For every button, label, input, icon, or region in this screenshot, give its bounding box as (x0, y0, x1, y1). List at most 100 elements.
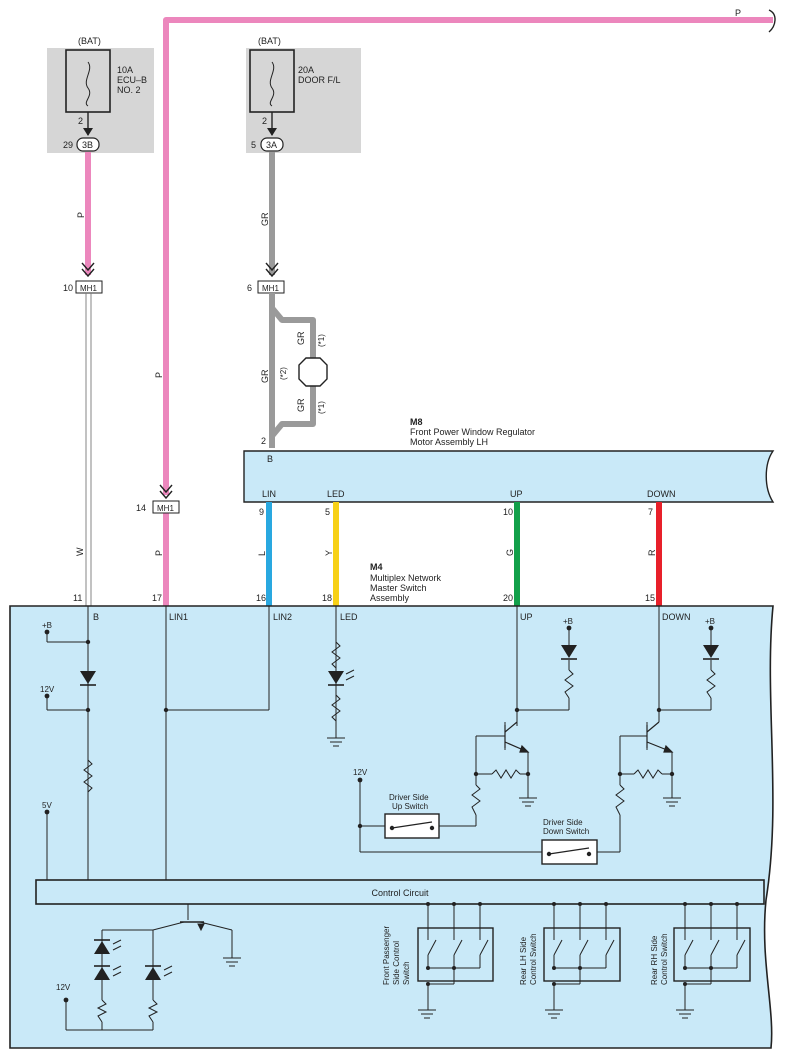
switch-label: Rear RH Side (650, 935, 659, 985)
m8-pin-b-label: B (267, 454, 273, 464)
diode-icon (703, 645, 719, 660)
switch-contact-icon (548, 847, 590, 855)
junction-pin: 29 (63, 140, 73, 150)
fuse-rating: 20A (298, 65, 314, 75)
mh1-label: MH1 (80, 284, 97, 293)
fuse-name: ECU–B (117, 75, 147, 85)
switch-label: Control Switch (660, 933, 669, 985)
mh1-connector (152, 500, 180, 514)
wire-color-label: P (735, 8, 741, 18)
driver-up-switch: Driver Side Up Switch (384, 793, 440, 839)
fuse-pin: 2 (262, 116, 267, 126)
resistor-icon (706, 669, 716, 699)
m4-pin-num: 16 (256, 593, 266, 603)
m4-id: M4 (370, 562, 383, 572)
led-indicator-icon (328, 641, 355, 686)
m4-pin-num: 15 (645, 593, 655, 603)
junction-connector (260, 137, 284, 152)
wire-color-label: Y (324, 550, 334, 556)
wire-p-ecub: P MH1 10 W (63, 152, 103, 606)
switch-contact-icon (391, 821, 433, 829)
switch-label: Driver Side (543, 818, 583, 827)
switch-box (541, 839, 598, 865)
switch-box (417, 927, 494, 982)
fuse-name-2: NO. 2 (117, 85, 141, 95)
connector-arrow-icon (83, 128, 93, 136)
plus-b-label: +B (42, 621, 52, 630)
mh1-14: MH1 14 (136, 484, 180, 514)
m8-pin-label-down: DOWN (647, 489, 676, 499)
resistor-icon (491, 769, 521, 779)
fuse-pin: 2 (78, 116, 83, 126)
illumination-circuit (65, 904, 233, 1031)
variant-note: (*2) (279, 367, 288, 380)
driver-down-switch: Driver Side Down Switch (541, 818, 598, 865)
wire-color-label: GR (296, 398, 306, 412)
m8-pin-label-up: UP (510, 489, 523, 499)
m8-pin-num: 5 (325, 507, 330, 517)
continuation-break-icon (768, 9, 776, 33)
switch-label: Control Switch (529, 933, 538, 985)
m8-pin-num: 9 (259, 507, 264, 517)
fuse-door-fl: (BAT) 20A DOOR F/L 2 5 3A (246, 36, 361, 153)
v12-label: 12V (56, 983, 71, 992)
resistor-icon (633, 769, 663, 779)
m4-pin-label: UP (520, 612, 533, 622)
mh1-pin: 10 (63, 283, 73, 293)
rear-rh-switch: Rear RH Side Control Switch (650, 902, 751, 1010)
ground-icon (418, 1009, 436, 1019)
diode-icon (80, 671, 96, 686)
plus-b-label: +B (563, 617, 573, 626)
transistor-icon (646, 721, 674, 753)
switch-box (673, 927, 751, 982)
fuse-rating: 10A (117, 65, 133, 75)
m4-pin-label: LIN1 (169, 612, 188, 622)
m4-title: Multiplex Network (370, 573, 442, 583)
control-circuit-bar (35, 879, 765, 905)
wire-color-label: R (647, 549, 657, 556)
resistor-icon (83, 759, 93, 793)
junction-connector-label: 3A (266, 140, 277, 150)
option-octagon-icon (298, 357, 328, 387)
m8-title-2: Motor Assembly LH (410, 437, 488, 447)
m8-pin-label-lin: LIN (262, 489, 276, 499)
ground-icon (519, 797, 537, 807)
fuse-icon (85, 61, 91, 107)
front-passenger-switch: Front Passenger Side Control Switch (382, 902, 494, 1010)
wire-color-label: W (75, 547, 85, 556)
m8-pin-num: 10 (503, 507, 513, 517)
m4-pin-label: LED (340, 612, 358, 622)
connector-arrow-icon (159, 484, 173, 500)
junction-pin: 5 (251, 140, 256, 150)
junction-connector (76, 137, 100, 152)
rear-lh-switch: Rear LH Side Control Switch (519, 902, 621, 1010)
switch-label: Driver Side (389, 793, 429, 802)
ground-icon (663, 797, 681, 807)
led-icon (145, 965, 173, 980)
m4-pin-label: DOWN (662, 612, 691, 622)
resistor-icons (83, 669, 716, 816)
resistor-icon (564, 669, 574, 699)
wire-color-label: P (154, 372, 164, 378)
v5-label: 5V (42, 801, 52, 810)
switch-label: Side Control (392, 941, 401, 985)
switch-label: Down Switch (543, 827, 589, 836)
control-circuit-label: Control Circuit (371, 888, 429, 898)
wire-color-label: GR (260, 212, 270, 226)
connector-arrow-icon (265, 262, 279, 278)
resistor-icon (471, 784, 481, 816)
fuse-source: (BAT) (258, 36, 281, 46)
signal-wires: L Y G R (257, 502, 662, 606)
variant-note: (*1) (317, 401, 326, 414)
led-icon (94, 939, 122, 954)
m8-id: M8 (410, 417, 423, 427)
fuse-icon (269, 61, 275, 107)
m4-title-2: Master Switch (370, 583, 427, 593)
v12-label: 12V (353, 768, 368, 777)
m8-pin-num: 7 (648, 507, 653, 517)
m4-pin-label: B (93, 612, 99, 622)
led-icon (94, 965, 122, 980)
wire-color-label: GR (296, 331, 306, 345)
ground-icon (327, 737, 345, 747)
